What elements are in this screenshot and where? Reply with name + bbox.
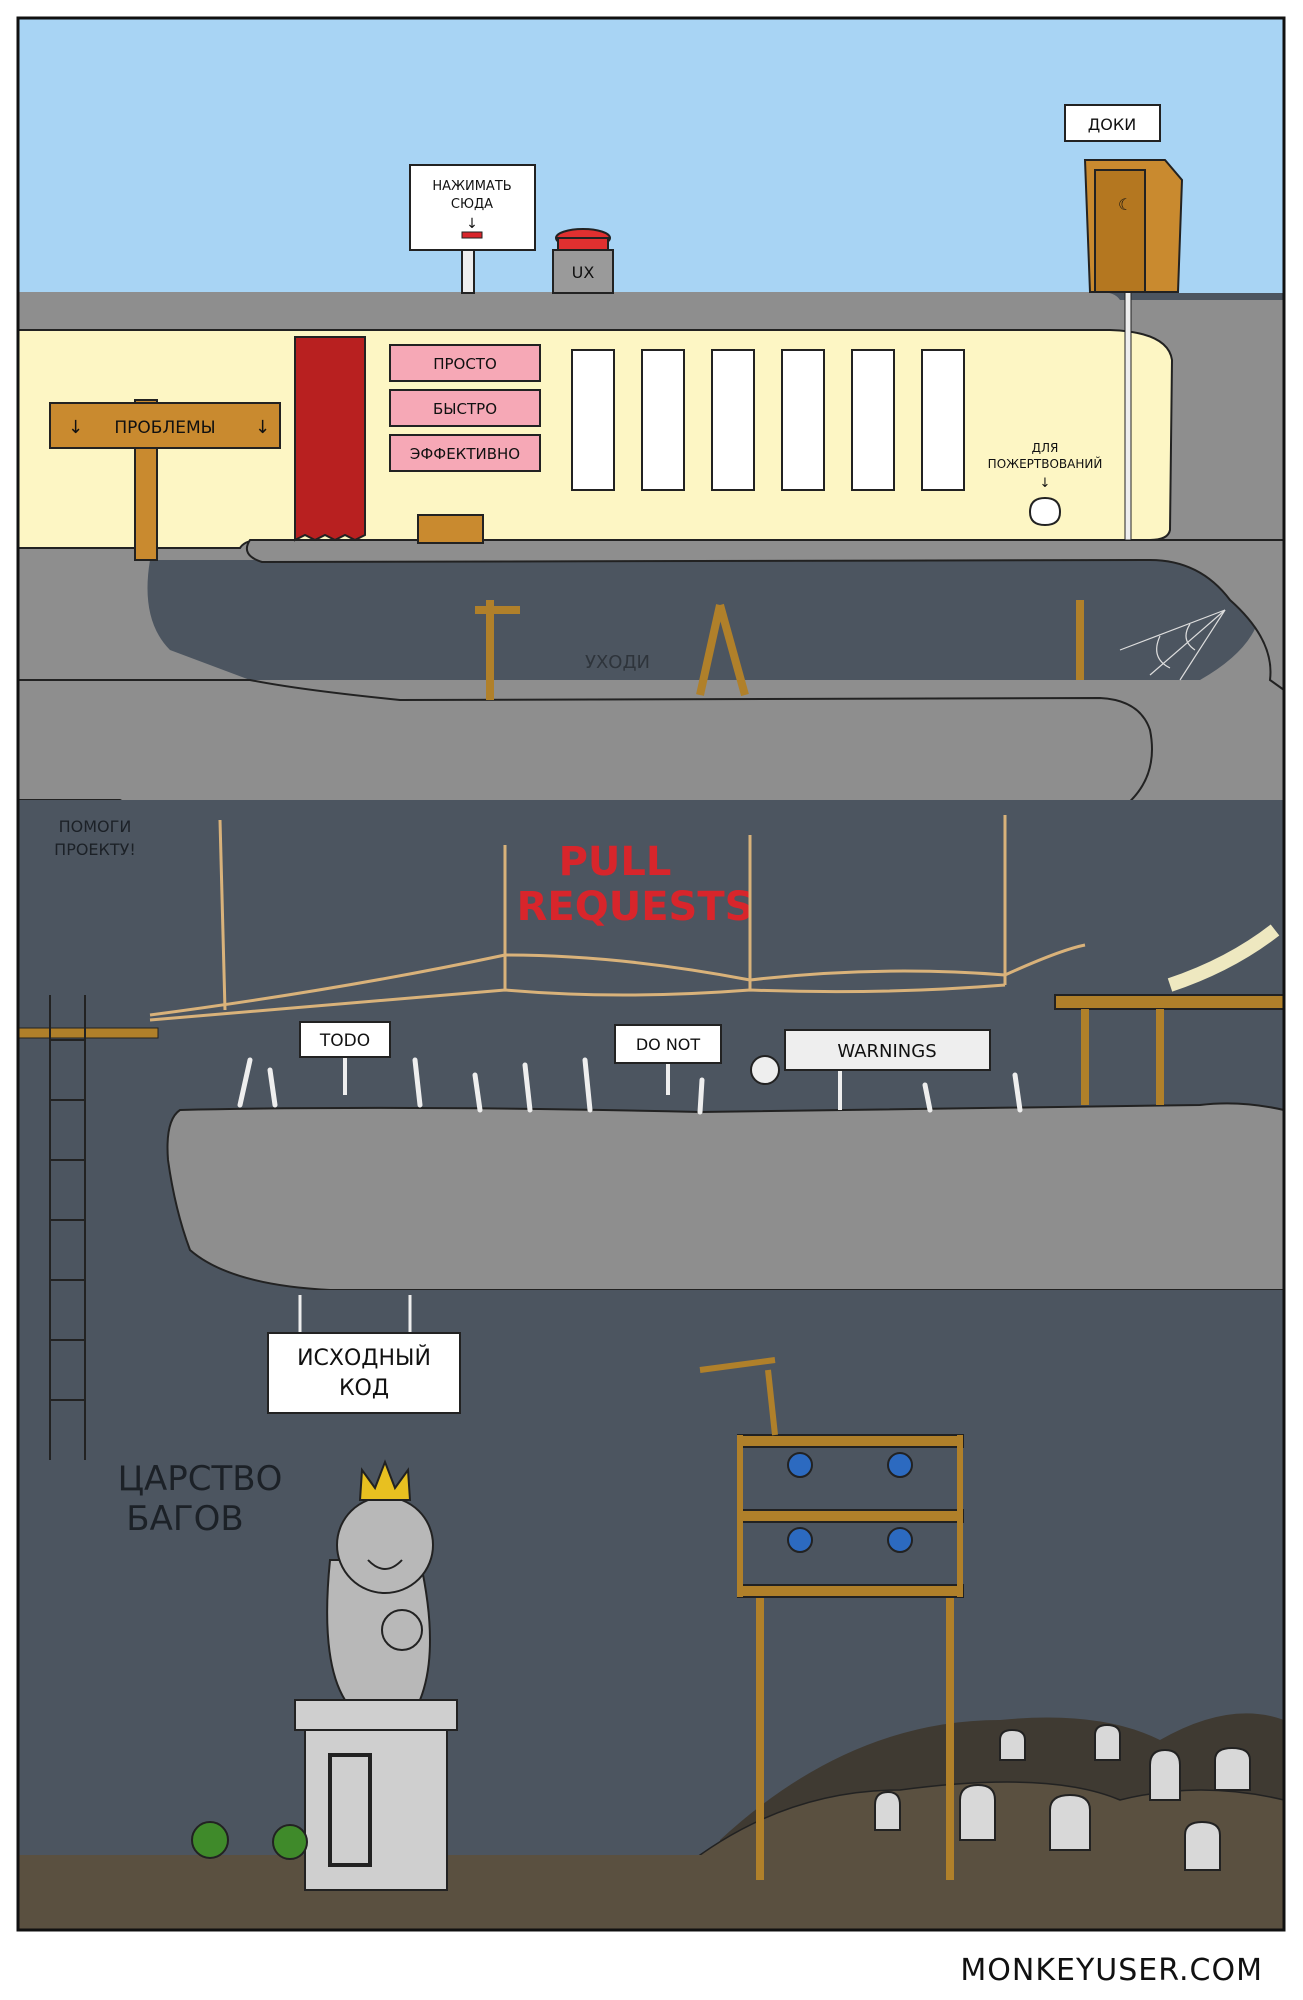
reaching-arms [237,1057,1023,1115]
warnings-sign: WARNINGS [784,1029,991,1110]
banner: ПРОСТО БЫСТРО ЭФФЕКТИВНО [389,344,541,472]
bug-kingdom-line2: БАГОВ [126,1499,243,1539]
banner-line2: БЫСТРО [433,400,497,418]
posters [571,349,965,491]
tombstones [874,1723,1251,1871]
bug [272,1824,308,1860]
help-project-line1: ПОМОГИ [59,817,132,836]
sky [18,18,1284,293]
arrow-down-icon: ↓ [466,216,478,232]
source-code-sign: ИСХОДНЫЙ КОД [267,1295,461,1414]
credit: MONKEYUSER.COM [960,1953,1263,1988]
developer [887,1527,913,1553]
tombstone [1184,1820,1221,1871]
rock-band-3 [166,1102,1285,1291]
pull-requests-line1: PULL [559,839,672,885]
click-here-line2: СЮДА [451,197,493,212]
rope-bridge [149,815,1086,1022]
source-code-line1: ИСХОДНЫЙ [297,1345,431,1371]
spider-web [1119,609,1226,681]
poster [571,349,615,491]
todo-label: TODO [319,1031,370,1051]
green-bugs [191,1821,308,1860]
panel-border [16,16,1286,1932]
donations-line2: ПОЖЕРТВОВАНИЙ [988,456,1103,471]
tombstone [1214,1746,1251,1791]
ground [18,1855,1284,1930]
poster [711,349,755,491]
dev-tower [699,1357,964,1880]
click-here-sign: НАЖИМАТЬ СЮДА ↓ [409,164,536,294]
bug-kingdom-line1: ЦАРСТВО [118,1459,283,1499]
donations-line1: ДЛЯ [1032,441,1059,455]
screaming-figure-head [750,1055,780,1085]
pull-requests-line2: REQUESTS [517,884,754,930]
left-ledge [17,1027,159,1039]
red-curtain [294,336,366,542]
donation-jar-icon [1028,496,1062,527]
moon-icon: ☾ [1118,195,1132,214]
developer [787,1452,813,1478]
donations-sign: ДЛЯ ПОЖЕРТВОВАНИЙ ↓ [988,441,1103,527]
tombstone [959,1783,996,1841]
upper-cave [147,559,1262,680]
bug-king-statue [294,1459,458,1891]
ladder [49,995,86,1460]
poster [921,349,965,491]
warnings-label: WARNINGS [837,1041,936,1062]
poster [781,349,825,491]
rock-band-1 [246,539,1285,692]
go-away-graffiti: УХОДИ [585,652,650,673]
ux-button: UX [552,228,614,294]
problems-label: ПРОБЛЕМЫ [114,418,215,438]
docs-label: ДОКИ [1088,115,1136,134]
podium [417,514,484,544]
tombstone [1149,1748,1181,1801]
arrow-down-icon: ↓ [255,417,270,438]
bug [191,1821,229,1859]
banner-line1: ПРОСТО [433,355,497,373]
banner-line3: ЭФФЕКТИВНО [410,445,520,463]
arrow-down-icon: ↓ [1040,476,1051,491]
tombstone [999,1728,1026,1761]
developer [787,1527,813,1553]
arrow-down-icon: ↓ [68,417,83,438]
poster [851,349,895,491]
help-project-line2: ПРОЕКТУ! [54,840,136,859]
tombstone [1049,1793,1091,1851]
ux-label: UX [572,263,595,282]
crown-icon [358,1459,412,1501]
developer [887,1452,913,1478]
do-not-sign: DO NOT [614,1024,722,1095]
source-code-line2: КОД [339,1376,389,1401]
tombstone [1094,1723,1121,1761]
tombstone [874,1790,901,1831]
poster [641,349,685,491]
problems-sign: ↓ ПРОБЛЕМЫ ↓ [49,399,281,561]
wooden-supports [475,600,1084,700]
click-here-line1: НАЖИМАТЬ [432,179,511,194]
docs-outhouse: ☾ ДОКИ [1064,104,1184,541]
todo-sign: TODO [299,1021,391,1095]
do-not-label: DO NOT [636,1035,701,1054]
